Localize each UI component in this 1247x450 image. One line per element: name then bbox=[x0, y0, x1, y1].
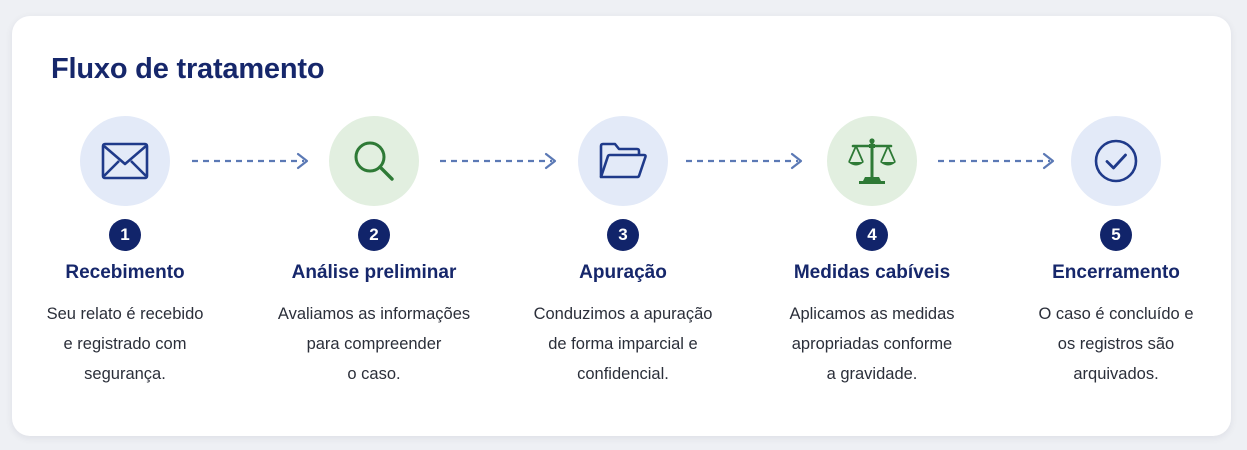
step-description-line: Avaliamos as informações bbox=[277, 305, 471, 323]
step-icon-circle bbox=[80, 116, 170, 206]
step-apuracao: 3 Apuração Conduzimos a apuração de form… bbox=[513, 116, 733, 389]
step-encerramento: 5 Encerramento O caso é concluído e os r… bbox=[1006, 116, 1226, 389]
step-title: Medidas cabíveis bbox=[793, 262, 951, 283]
step-description-line: de forma imparcial e bbox=[548, 335, 698, 353]
step-icon-circle bbox=[827, 116, 917, 206]
step-description-line: confidencial. bbox=[577, 365, 669, 383]
step-icon-circle bbox=[1071, 116, 1161, 206]
step-description-line: apropriadas conforme bbox=[791, 335, 953, 353]
folder-icon bbox=[599, 142, 647, 179]
step-title: Análise preliminar bbox=[291, 262, 457, 283]
step-number-badge: 5 bbox=[1100, 219, 1132, 251]
step-description-line: O caso é concluído e bbox=[1038, 305, 1194, 323]
dashed-arrow-icon bbox=[938, 152, 1055, 170]
dashed-arrow-icon bbox=[686, 152, 803, 170]
step-description-line: Seu relato é recebido bbox=[46, 305, 204, 323]
dashed-arrow-icon bbox=[440, 152, 557, 170]
step-medidas-cabiveis: 4 Medidas cabíveis Aplicamos as medidas … bbox=[762, 116, 982, 389]
step-recebimento: 1 Recebimento Seu relato é recebido e re… bbox=[15, 116, 235, 389]
step-description-line: para compreender bbox=[306, 335, 442, 353]
dashed-arrow-icon bbox=[192, 152, 309, 170]
step-description-line: o caso. bbox=[347, 365, 401, 383]
step-analise-preliminar: 2 Análise preliminar Avaliamos as inform… bbox=[264, 116, 484, 389]
step-number-badge: 2 bbox=[358, 219, 390, 251]
step-title: Encerramento bbox=[1052, 262, 1180, 283]
step-description-line: arquivados. bbox=[1073, 365, 1159, 383]
step-title: Apuração bbox=[579, 262, 667, 283]
step-description: Seu relato é recebido e registrado com s… bbox=[15, 299, 235, 389]
step-number-badge: 4 bbox=[856, 219, 888, 251]
step-description-line: Conduzimos a apuração bbox=[533, 305, 713, 323]
scales-icon bbox=[848, 138, 896, 184]
step-number-badge: 1 bbox=[109, 219, 141, 251]
step-icon-circle bbox=[329, 116, 419, 206]
page-title: Fluxo de tratamento bbox=[51, 53, 325, 85]
step-description-line: Aplicamos as medidas bbox=[789, 305, 955, 323]
step-description: Aplicamos as medidas apropriadas conform… bbox=[762, 299, 982, 389]
magnifier-icon bbox=[354, 141, 394, 181]
step-description: Avaliamos as informações para compreende… bbox=[264, 299, 484, 389]
step-title: Recebimento bbox=[65, 262, 185, 283]
step-icon-circle bbox=[578, 116, 668, 206]
envelope-icon bbox=[101, 142, 149, 180]
step-description-line: os registros são bbox=[1057, 335, 1175, 353]
step-description-line: e registrado com bbox=[63, 335, 187, 353]
check-circle-icon bbox=[1094, 139, 1138, 183]
step-description-line: a gravidade. bbox=[826, 365, 918, 383]
step-description: Conduzimos a apuração de forma imparcial… bbox=[513, 299, 733, 389]
step-description: O caso é concluído e os registros são ar… bbox=[1006, 299, 1226, 389]
step-description-line: segurança. bbox=[84, 365, 166, 383]
step-number-badge: 3 bbox=[607, 219, 639, 251]
